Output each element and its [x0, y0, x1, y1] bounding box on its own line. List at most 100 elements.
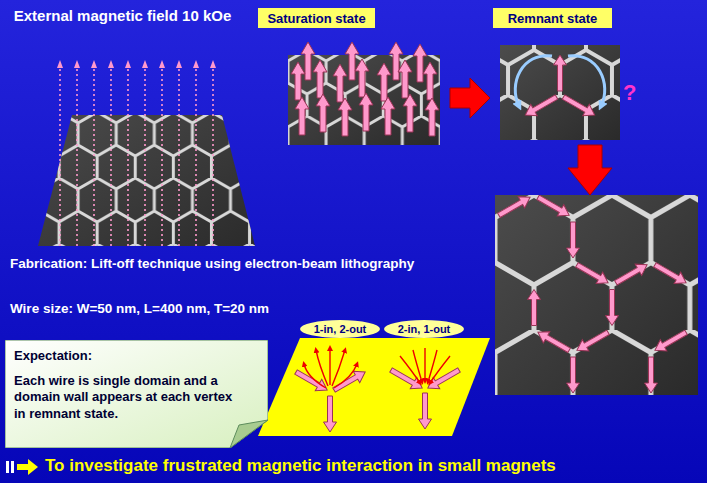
field-line: [178, 66, 180, 246]
stray-field-line: [332, 350, 345, 386]
arrowhead: [193, 60, 199, 68]
arrowhead: [125, 60, 131, 68]
fabrication-note: Fabrication: Lift-off technique using el…: [10, 255, 475, 273]
wire-size-note: Wire size: W=50 nm, L=400 nm, T=20 nm: [10, 300, 269, 318]
moment-arrow: [295, 97, 309, 135]
arrowhead: [210, 60, 216, 68]
bullet-bar: [11, 461, 14, 473]
moment-arrow: [567, 357, 580, 393]
remnant-image: [500, 45, 620, 140]
moment-arrow: [381, 97, 395, 135]
field-line: [76, 66, 78, 246]
moment-arrow: [560, 91, 598, 120]
moment-arrow: [613, 259, 651, 288]
moment-arrow: [388, 364, 426, 393]
bullet-bar: [6, 461, 9, 473]
stray-field-line: [424, 348, 425, 381]
moment-arrow: [535, 327, 573, 356]
vertex-sketch: [258, 338, 490, 436]
goal-statement: To investigate frustrated magnetic inter…: [45, 456, 556, 476]
field-line: [93, 66, 95, 246]
moment-arrow: [574, 259, 612, 288]
arrowhead: [108, 60, 114, 68]
moment-arrow: [652, 327, 690, 356]
moment-arrow: [403, 94, 417, 132]
stray-field-line: [304, 364, 326, 388]
field-arrowheads: [57, 60, 216, 68]
sample-ground: [500, 45, 620, 140]
moment-arrow: [652, 259, 690, 288]
state-tag: Remnant state: [493, 8, 612, 28]
flow-arrow: [568, 145, 612, 195]
callout-fold: [230, 420, 268, 448]
field-line: [127, 66, 129, 246]
moment-arrow: [413, 44, 427, 82]
stray-field-line: [400, 356, 420, 383]
field-line: [161, 66, 163, 246]
field-line: [144, 66, 146, 246]
arrowhead: [176, 60, 182, 68]
stray-field-line: [329, 348, 330, 385]
moment-arrow: [345, 42, 359, 80]
moment-arrow: [355, 59, 369, 97]
moment-arrow: [419, 393, 432, 429]
moment-arrow: [425, 364, 463, 393]
arrowhead: [142, 60, 148, 68]
arrowhead: [57, 60, 63, 68]
moment-arrow: [425, 98, 439, 136]
rotation-arrow: [568, 56, 605, 106]
moment-arrow: [293, 366, 331, 395]
moment-arrow: [567, 222, 580, 258]
stray-field-line: [334, 364, 357, 388]
honeycomb-wires: [495, 195, 698, 395]
arrowhead: [91, 60, 97, 68]
sketch-plane: [258, 338, 490, 436]
box-text: 1-in, 2-out: [314, 323, 367, 335]
rotation-arrow: [515, 56, 552, 106]
vertex-label: 2-in, 1-out: [384, 320, 464, 338]
question-mark: ?: [623, 80, 636, 106]
saturation-image: [288, 42, 440, 145]
remnant-large-image: [495, 195, 698, 395]
box-text: Remnant state: [508, 11, 598, 26]
moment-arrow: [574, 327, 612, 356]
stray-field-line: [413, 350, 422, 382]
moment-arrow: [359, 93, 373, 131]
stray-field-line: [316, 350, 328, 386]
field-label: External magnetic field 10 kOe: [10, 6, 235, 26]
moment-arrow: [423, 62, 437, 100]
field-line: [110, 66, 112, 246]
stray-field-line: [430, 356, 450, 383]
bullet-arrow: [17, 459, 38, 475]
box-text: Saturation state: [267, 11, 365, 26]
moment-arrow: [528, 290, 541, 326]
state-tag: Saturation state: [258, 8, 375, 28]
stray-field: [400, 348, 450, 383]
moment-arrow: [398, 60, 412, 98]
moment-arrow: [554, 55, 567, 91]
callout-heading: Expectation:: [14, 348, 260, 363]
sample-ground: [495, 195, 698, 395]
arrowhead: [74, 60, 80, 68]
field-lines: [60, 66, 213, 246]
moment-arrow: [333, 64, 347, 102]
moment-arrow: [377, 63, 391, 101]
moment-arrow: [645, 357, 658, 393]
moment-arrow: [522, 91, 560, 120]
moment-arrow: [331, 366, 369, 395]
flow-arrow: [450, 78, 490, 118]
field-line: [212, 66, 214, 246]
callout-box: Expectation: Each wire is single domain a…: [5, 340, 268, 448]
callout-body: [5, 340, 268, 448]
moment-arrow: [535, 195, 573, 221]
moment-arrow: [291, 62, 305, 100]
field-line: [195, 66, 197, 246]
callout-body-text: Each wire is single domain and a domain …: [14, 373, 236, 422]
moment-arrow: [324, 396, 337, 432]
moment-arrow: [313, 60, 327, 98]
moment-arrow: [606, 290, 619, 326]
field-line: [59, 66, 61, 246]
box-text: 2-in, 1-out: [398, 323, 451, 335]
arrowhead: [159, 60, 165, 68]
